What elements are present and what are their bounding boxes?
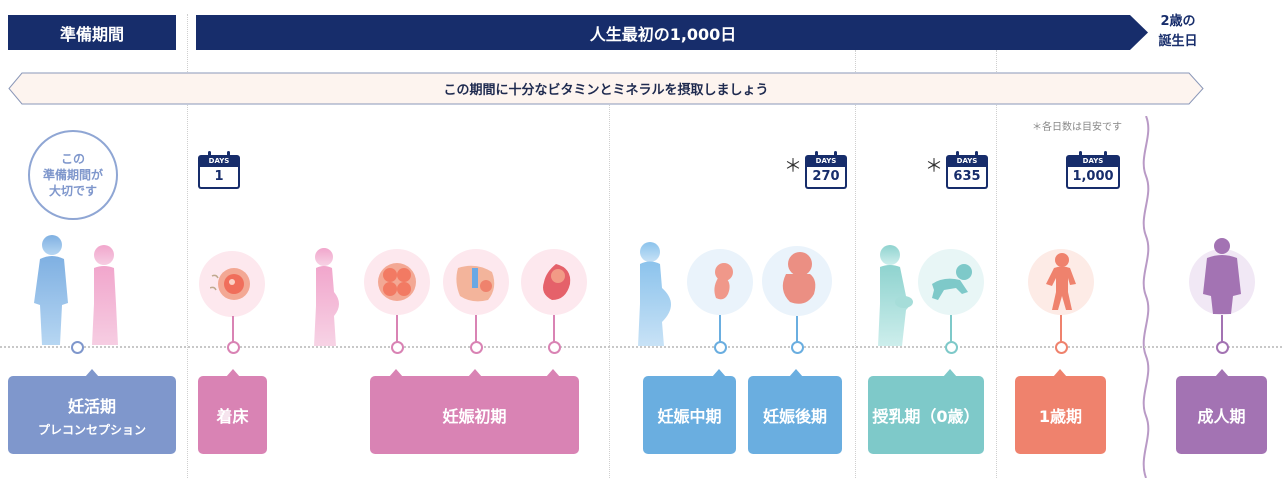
prep-note-circle: この 準備期間が 大切です	[28, 130, 118, 220]
stem-line	[232, 316, 234, 342]
prep-period-header: 準備期間	[8, 15, 176, 50]
cell-cluster-icon	[378, 263, 416, 301]
second-birthday-label: 2歳の 誕生日	[1150, 12, 1206, 52]
timeline-dot	[470, 341, 483, 354]
timeline-dot	[391, 341, 404, 354]
adult-icon	[1203, 238, 1241, 314]
timeline-dot	[548, 341, 561, 354]
stem-line	[553, 315, 555, 342]
calendar-value: 270	[805, 167, 847, 189]
calendar-value: 1,000	[1066, 167, 1120, 189]
separator-line	[609, 105, 610, 478]
timeline-line	[0, 346, 1282, 348]
calendar-days-label: DAYS	[1066, 155, 1120, 167]
calendar-days-label: DAYS	[805, 155, 847, 167]
stem-line	[796, 316, 798, 342]
stage-second-trimester: 妊娠中期	[643, 369, 736, 454]
asterisk-mark: ＊	[925, 156, 943, 177]
stage-label: 妊娠中期	[657, 407, 722, 426]
egg-icon	[210, 268, 250, 300]
late-fetus-icon	[782, 252, 816, 304]
prep-note-line1: この	[60, 152, 85, 166]
stage-label: 成人期	[1197, 407, 1246, 426]
second-birthday-line2: 誕生日	[1158, 34, 1198, 49]
second-birthday-line1: 2歳の	[1160, 14, 1196, 29]
prep-period-label: 準備期間	[59, 24, 124, 44]
mid-fetus-icon	[714, 263, 733, 300]
calendar-icon: DAYS 270	[805, 151, 847, 191]
timeline-dot	[791, 341, 804, 354]
mother-holding-baby-icon	[878, 245, 913, 346]
first-1000-days-label: 人生最初の1,000日	[589, 24, 737, 44]
stage-label: 妊活期	[67, 396, 116, 416]
timeline-dot	[1216, 341, 1229, 354]
calendar-days-label: DAYS	[198, 155, 240, 167]
prep-note-line3: 大切です	[48, 184, 97, 198]
wavy-divider	[1142, 116, 1150, 478]
separator-line	[855, 50, 856, 478]
pregnant-woman-icon	[314, 248, 339, 346]
stage-label: 妊娠後期	[762, 407, 827, 426]
early-fetus-icon	[543, 264, 571, 300]
first-1000-days-header	[196, 15, 1148, 50]
stem-line	[1221, 315, 1223, 342]
stem-line	[950, 315, 952, 342]
embryo-icon	[456, 265, 495, 302]
stage-implantation: 着床	[198, 369, 267, 454]
stem-line	[1060, 315, 1062, 342]
footnote: ＊各日数は目安です	[1032, 122, 1122, 133]
stage-label: 授乳期（0歳）	[872, 407, 980, 426]
stage-first-trimester: 妊娠初期	[370, 369, 579, 454]
stem-line	[475, 315, 477, 342]
stage-label: 着床	[216, 407, 249, 426]
vitamin-banner-text: この期間に十分なビタミンとミネラルを摂取しましょう	[443, 83, 769, 98]
timeline-dot	[945, 341, 958, 354]
timeline-dot	[714, 341, 727, 354]
stage-third-trimester: 妊娠後期	[748, 369, 842, 454]
stage-label: 妊娠初期	[442, 407, 507, 426]
vitamin-banner: この期間に十分なビタミンとミネラルを摂取しましょう	[8, 72, 1204, 105]
calendar-value: 1	[198, 167, 240, 189]
woman-silhouette-icon	[92, 245, 118, 345]
timeline-dot	[71, 341, 84, 354]
timeline-dot	[1055, 341, 1068, 354]
calendar-icon: DAYS 635	[946, 151, 988, 191]
stem-line	[719, 315, 721, 342]
stage-adulthood: 成人期	[1176, 369, 1267, 454]
calendar-value: 635	[946, 167, 988, 189]
stem-line	[396, 315, 398, 342]
calendar-icon: DAYS 1	[198, 151, 240, 191]
separator-line	[187, 14, 188, 478]
baby-crawling-icon	[932, 264, 972, 300]
calendar-icon: DAYS 1,000	[1066, 151, 1120, 191]
stage-age-one: 1歳期	[1015, 369, 1106, 454]
toddler-icon	[1046, 253, 1076, 310]
man-silhouette-icon	[34, 235, 68, 345]
pregnant-woman-icon	[638, 242, 671, 346]
stage-preconception: 妊活期 プレコンセプション	[8, 369, 176, 454]
separator-line	[996, 50, 997, 478]
stage-sublabel: プレコンセプション	[37, 422, 146, 437]
stage-label: 1歳期	[1038, 407, 1083, 426]
timeline-dot	[227, 341, 240, 354]
asterisk-mark: ＊	[784, 156, 802, 177]
calendar-days-label: DAYS	[946, 155, 988, 167]
stage-lactation: 授乳期（0歳）	[868, 369, 984, 454]
prep-note-line2: 準備期間が	[42, 168, 103, 182]
